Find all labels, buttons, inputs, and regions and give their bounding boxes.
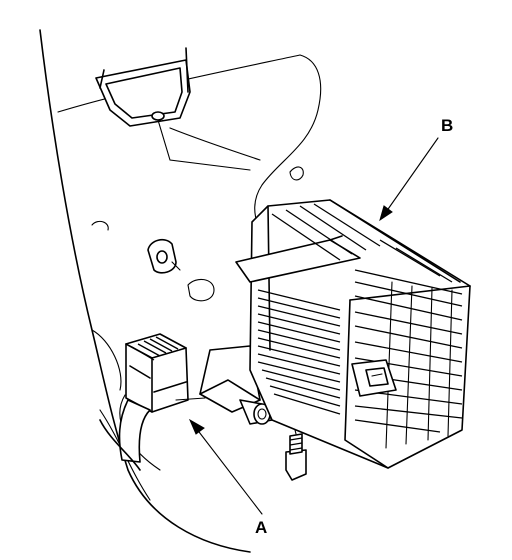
bracket-bolt-hole <box>151 111 165 121</box>
callout-a: A <box>188 418 267 537</box>
bolt-horizontal <box>239 399 273 425</box>
callout-a-label: A <box>255 518 267 537</box>
unit-side-connector <box>351 359 397 397</box>
connector-pins <box>131 336 179 361</box>
heat-sink-fins-front <box>257 289 341 415</box>
callout-b-label: B <box>441 116 453 135</box>
callout-b: B <box>379 116 453 222</box>
heat-sink-fins-top <box>271 203 453 283</box>
heat-sink-fins-side <box>354 269 463 433</box>
panel-mount-tab <box>147 238 181 274</box>
unit-b <box>235 199 471 469</box>
upper-bracket <box>95 47 251 171</box>
connector-a <box>99 333 189 471</box>
